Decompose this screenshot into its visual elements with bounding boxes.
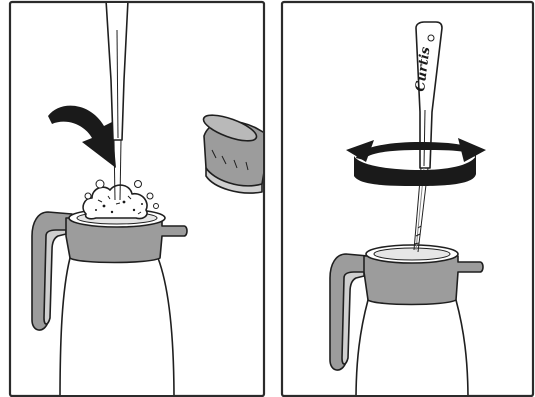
carafe-icon bbox=[31, 208, 188, 395]
downward-arrow-icon bbox=[48, 105, 116, 168]
lid-icon bbox=[202, 114, 263, 194]
brush-icon bbox=[105, 3, 129, 201]
brush-logo: Curtis bbox=[413, 45, 433, 92]
panel-right-rotate-brush: Curtis bbox=[280, 0, 535, 397]
rotation-arrow-icon bbox=[346, 138, 486, 186]
foam-icon bbox=[82, 179, 159, 220]
panel-left-insert-brush bbox=[8, 0, 266, 397]
brush-icon: Curtis bbox=[413, 21, 443, 253]
carafe-icon bbox=[329, 244, 484, 395]
